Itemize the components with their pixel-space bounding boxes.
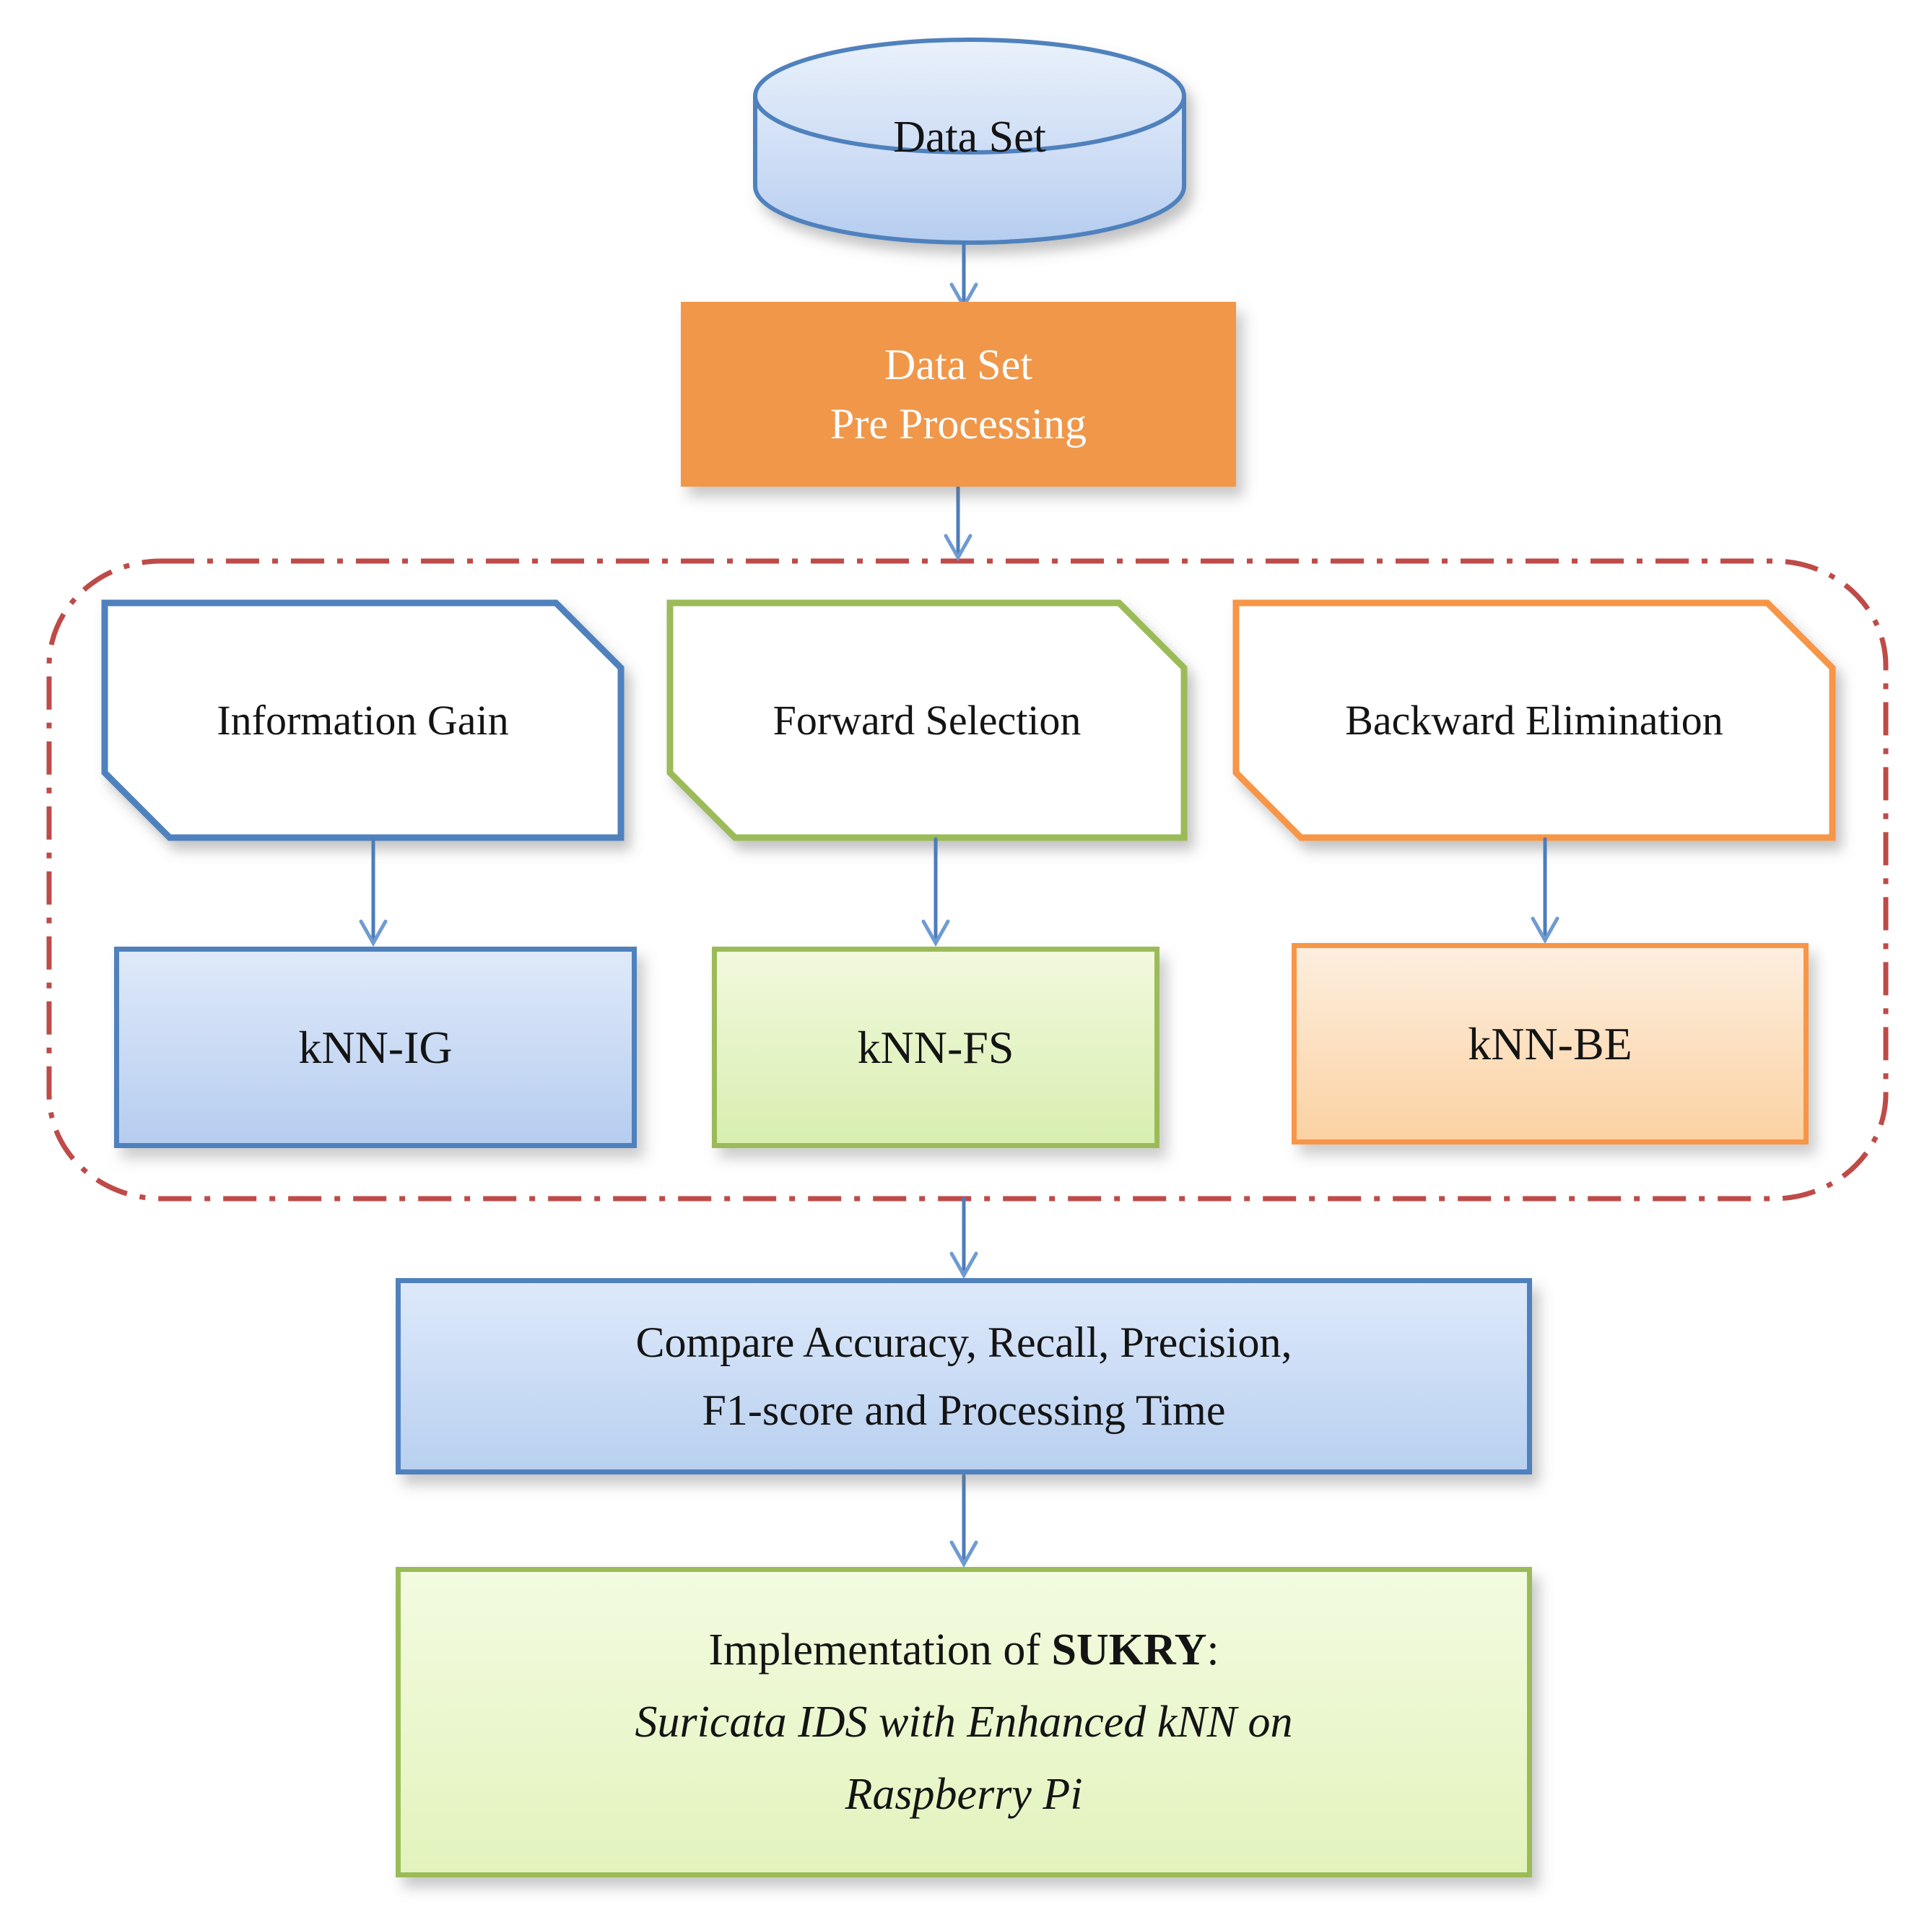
knn-be-box: kNN-BE [1292,943,1809,1144]
arrow-dataset-to-preprocessing [949,240,978,310]
arrow-forward-selection-to-knn-fs [921,837,950,947]
implementation-line2: Suricata IDS with Enhanced kNN on [635,1698,1293,1747]
arrow-preprocessing-to-group [944,485,972,562]
preprocessing-line1: Data Set [884,341,1032,388]
dataset-cylinder [753,38,1186,245]
feature-selection-group-border [46,558,1889,1202]
knn-fs-label: kNN-FS [857,1021,1014,1073]
dataset-cylinder-top [753,38,1186,155]
implementation-acronym: SUKRY [1051,1625,1207,1674]
information-gain-label: Information Gain [217,697,509,744]
compare-line2: F1-score and Processing Time [702,1386,1226,1434]
knn-ig-box: kNN-IG [114,947,637,1148]
arrow-backward-elimination-to-knn-be [1531,837,1559,944]
implementation-line1: Implementation of SUKRY: [708,1614,1219,1686]
knn-fs-box: kNN-FS [712,947,1159,1148]
implementation-line3: Raspberry Pi [845,1770,1083,1819]
dataset-node-label: Data Set [893,112,1046,162]
compare-line1: Compare Accuracy, Recall, Precision, [635,1319,1292,1366]
forward-selection-label: Forward Selection [773,697,1082,744]
implementation-line1-prefix: Implementation of [708,1625,1052,1674]
implementation-line1-suffix: : [1206,1625,1219,1674]
arrow-compare-to-implementation [949,1474,978,1568]
arrow-information-gain-to-knn-ig [359,837,388,947]
backward-elimination-label: Backward Elimination [1345,697,1723,744]
arrow-group-to-compare [949,1196,978,1280]
backward-elimination-card-shape [1232,599,1836,841]
compare-metrics-box: Compare Accuracy, Recall, Precision, F1-… [396,1278,1532,1474]
preprocessing-line2: Pre Processing [830,400,1087,448]
knn-be-label: kNN-BE [1468,1017,1632,1069]
information-gain-card-shape [101,599,625,841]
forward-selection-card-shape [666,599,1188,841]
preprocessing-box: Data Set Pre Processing [681,302,1236,487]
knn-ig-label: kNN-IG [298,1021,453,1073]
implementation-box: Implementation of SUKRY: Suricata IDS wi… [396,1567,1532,1877]
